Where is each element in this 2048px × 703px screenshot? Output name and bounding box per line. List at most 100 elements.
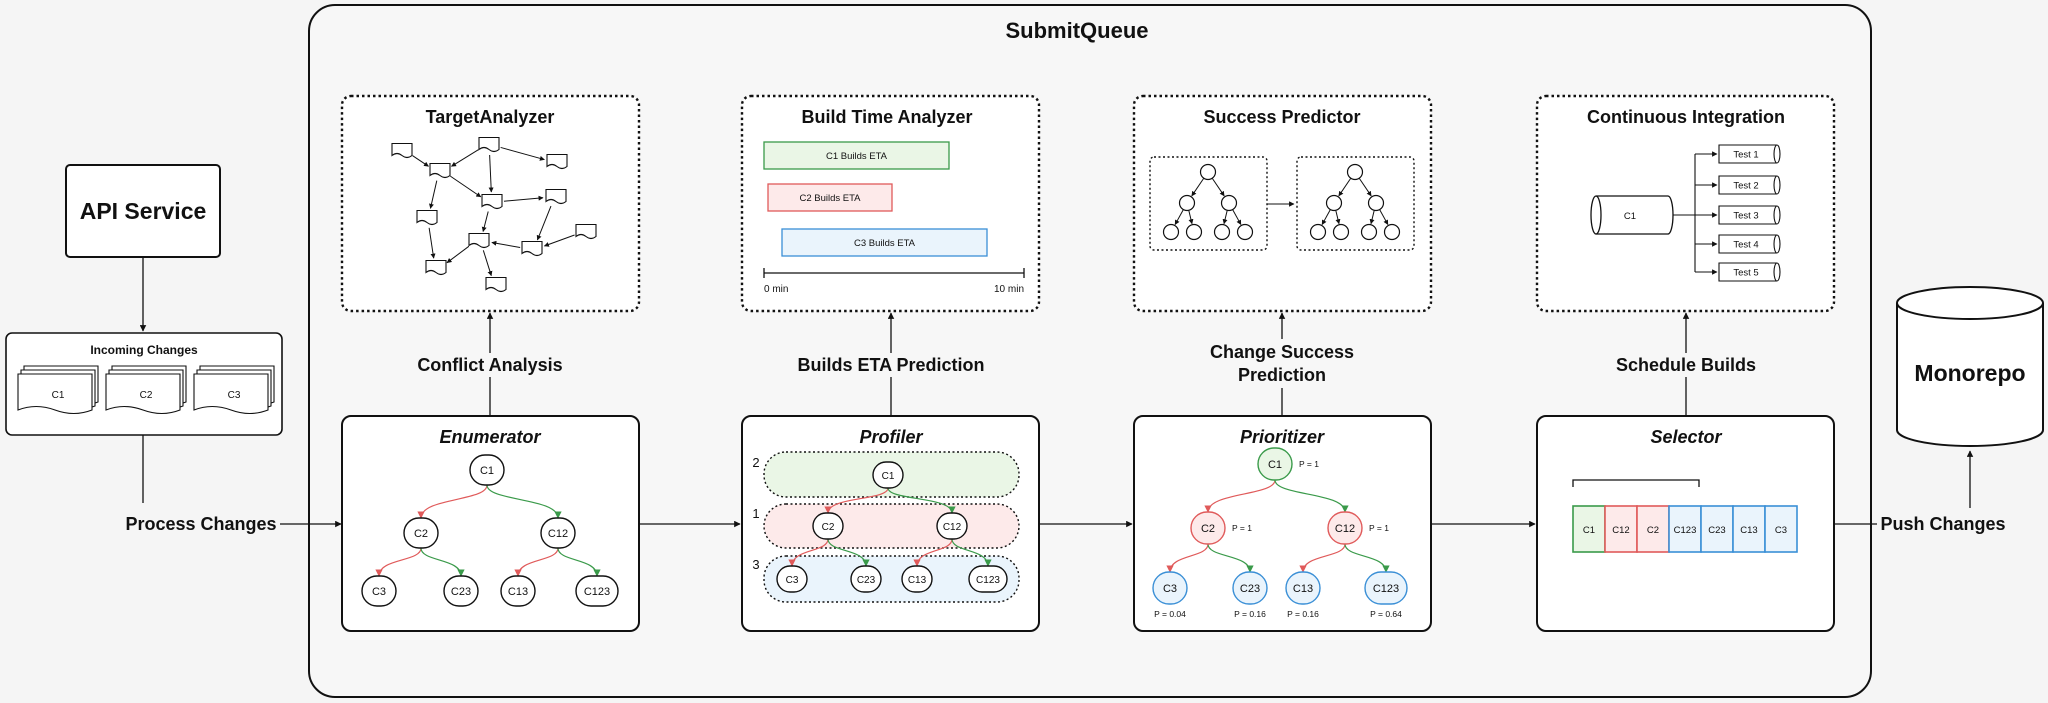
change-node: [540, 517, 576, 549]
probability-label: P = 0.16: [1234, 609, 1266, 619]
dependency-edge: [488, 154, 494, 193]
change-node-label: C23: [451, 586, 471, 598]
tree-node: [1199, 163, 1217, 181]
tree-edge: [1369, 210, 1375, 225]
queue-cell-label: C13: [1740, 525, 1757, 536]
probability-label: P = 0.16: [1287, 609, 1319, 619]
tree-edge: [1188, 210, 1194, 225]
change-node-label: C3: [1163, 583, 1177, 595]
tree-edge-red: [1166, 543, 1209, 573]
queue-cell: [1668, 505, 1702, 553]
tree-node: [1213, 223, 1231, 241]
change-node-label: C12: [1335, 523, 1355, 535]
change-node-label: C1: [882, 471, 895, 482]
queue-cell-label: C123: [1674, 525, 1697, 536]
build-eta-bar-label: C3 Builds ETA: [854, 238, 916, 249]
process-changes-label: Process Changes: [125, 514, 276, 534]
tree-node: [1178, 194, 1196, 212]
ci-test-box-curve: [1773, 144, 1778, 164]
build-eta-bar-label: C2 Builds ETA: [799, 193, 861, 204]
probability-label: P = 1: [1299, 459, 1319, 469]
tree-edge-red: [514, 547, 559, 577]
ci-test-box-curve: [1773, 262, 1778, 282]
profiler-band-label-bottom: 3: [752, 557, 759, 572]
selector-title: Selector: [1650, 427, 1722, 447]
probability-label: P = 0.64: [1370, 609, 1402, 619]
incoming-changes-title: Incoming Changes: [90, 343, 198, 357]
tree-edge: [1379, 209, 1389, 225]
dependency-edge: [446, 245, 470, 264]
dependency-edge: [503, 195, 544, 202]
queue-cell: [1604, 505, 1638, 553]
ci-test-label: Test 4: [1733, 240, 1758, 251]
tree-node: [1367, 194, 1385, 212]
build-target-icon: [521, 240, 543, 257]
tree-node: [1325, 194, 1343, 212]
change-node: [968, 565, 1008, 593]
change-node: [850, 565, 882, 593]
dependency-edge: [500, 146, 545, 161]
queue-cell-label: C2: [1647, 525, 1659, 536]
change-document-label: C3: [228, 390, 241, 401]
tree-edge-green: [827, 538, 870, 567]
change-node-label: C12: [548, 528, 568, 540]
change-node: [403, 517, 439, 549]
ci-test-box: [1718, 234, 1781, 254]
ci-source-label: C1: [1624, 211, 1636, 222]
target-analyzer-title: TargetAnalyzer: [426, 107, 555, 127]
build-eta-bar: [781, 228, 988, 257]
change-node-label: C123: [1373, 583, 1399, 595]
ci-test-box: [1718, 144, 1781, 164]
dependency-edge: [543, 234, 575, 247]
change-node: [1190, 511, 1226, 545]
tree-node: [1309, 223, 1327, 241]
tree-edge-red: [1204, 479, 1276, 513]
change-node: [1285, 571, 1321, 605]
build-target-icon: [425, 259, 447, 276]
profiler-band-label-top: 2: [752, 455, 759, 470]
change-node: [1327, 511, 1363, 545]
monorepo-label: Monorepo: [1914, 360, 2025, 386]
change-document-page: [17, 373, 93, 415]
ci-source-cylinder: [1596, 195, 1674, 235]
change-node-label: C23: [857, 575, 876, 586]
schedule-builds-label: Schedule Builds: [1616, 355, 1756, 375]
tree-node: [1332, 223, 1350, 241]
tree-edge-red: [913, 538, 953, 567]
change-node: [1152, 571, 1188, 605]
build-target-icon: [391, 142, 413, 159]
dependency-edge: [428, 227, 436, 259]
change-node: [901, 565, 933, 593]
change-node: [872, 461, 904, 489]
monorepo-cylinder: [1896, 303, 2044, 447]
ci-test-box: [1718, 205, 1781, 225]
dependency-edge: [481, 211, 489, 232]
decision-tree-b-frame: [1296, 156, 1415, 251]
tree-edge: [1359, 178, 1372, 197]
bta-axis-start-label: 0 min: [764, 284, 788, 295]
tree-edge-green: [951, 538, 992, 567]
change-node: [812, 512, 844, 540]
tree-edge-green: [486, 484, 562, 519]
tree-edge: [1232, 209, 1242, 225]
build-target-icon: [575, 223, 597, 240]
change-node-label: C13: [508, 586, 528, 598]
tree-node: [1236, 223, 1254, 241]
change-success-label-line1: Change Success: [1210, 342, 1354, 362]
change-document-page: [105, 373, 181, 415]
api-service-label: API Service: [80, 198, 207, 224]
probability-label: P = 1: [1232, 523, 1252, 533]
ci-test-label: Test 1: [1733, 150, 1758, 161]
profiler-title: Profiler: [859, 427, 923, 447]
ci-test-label: Test 5: [1733, 268, 1758, 279]
change-node: [443, 575, 479, 607]
change-node-label: C2: [414, 528, 428, 540]
ci-test-box: [1718, 262, 1781, 282]
